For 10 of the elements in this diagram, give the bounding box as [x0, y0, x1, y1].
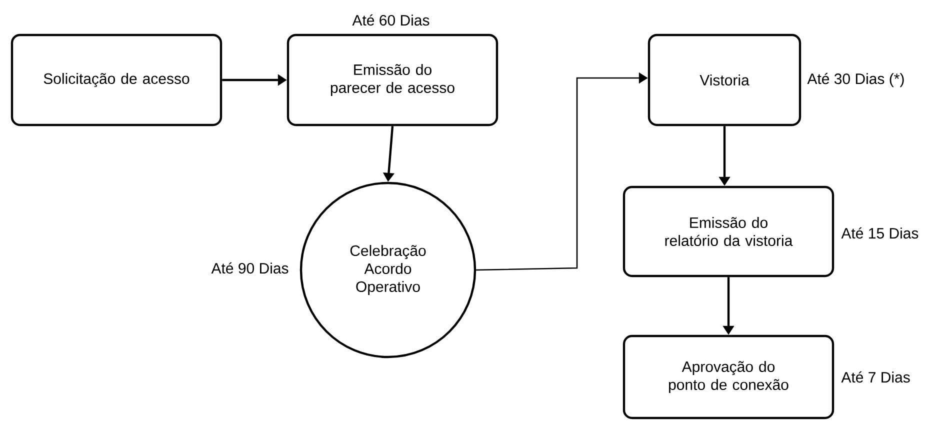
duration-label: Até 7 Dias: [841, 371, 910, 383]
process-box: Solicitação de acesso: [10, 34, 222, 126]
duration-label: Até 30 Dias (*): [807, 72, 904, 88]
duration-label: Até 60 Dias: [352, 14, 430, 26]
duration-label: Até 15 Dias: [841, 227, 918, 239]
process-box: Emissão do parecer de acesso: [286, 34, 498, 126]
duration-label: Até 90 Dias: [211, 262, 288, 274]
process-box: Emissão do relatório da vistoria: [622, 186, 834, 278]
process-box: Vistoria: [648, 34, 802, 126]
process-box: Aprovação do ponto de conexão: [622, 334, 834, 420]
